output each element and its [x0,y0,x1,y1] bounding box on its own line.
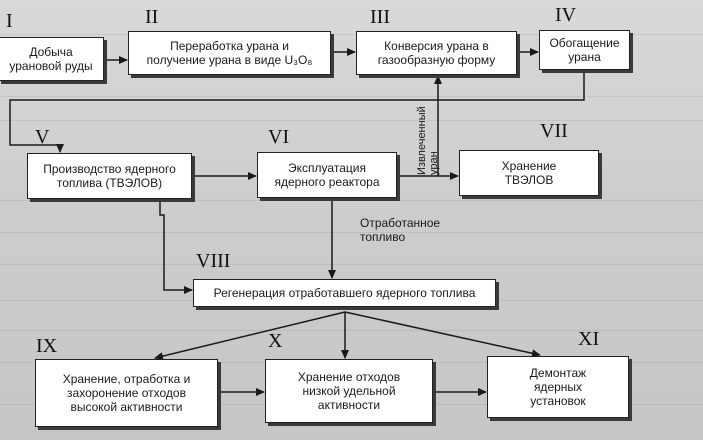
stage-number-iii: III [370,6,390,28]
stage-box-viii: Регенерация отработавшего ядерного топли… [193,279,496,307]
edge-label-extracted-uranium: Извлеченный уран [416,106,440,175]
stage-label-iv: Обогащение урана [549,36,620,64]
stage-box-vii: Хранение ТВЭЛОВ [459,150,599,196]
stage-label-ii: Переработка урана и получение урана в ви… [146,39,313,67]
stage-number-i: I [6,10,13,32]
stage-label-xi: Демонтаж ядерных установок [529,366,587,408]
stage-number-ix: IX [36,335,58,357]
stage-label-vi: Эксплуатация ядерного реактора [274,161,380,189]
stage-box-x: Хранение отходов низкой удельной активно… [265,359,433,423]
stage-box-xi: Демонтаж ядерных установок [487,356,629,418]
arrow-iv-to-v [9,70,585,153]
stage-label-iii: Конверсия урана в газообразную форму [377,39,496,67]
stage-box-i: Добыча урановой руды [0,37,104,81]
stage-number-iv: IV [555,4,577,26]
stage-label-viii: Регенерация отработавшего ядерного топли… [213,286,476,300]
stage-label-vii: Хранение ТВЭЛОВ [501,159,557,187]
stage-number-ii: II [145,6,159,28]
stage-number-vi: VI [268,126,290,148]
arrow-viii-to-ix [154,311,346,361]
arrow-viii-to-xi [344,311,541,358]
stage-label-ix: Хранение, отработка и захоронение отходо… [62,372,191,414]
stage-label-i: Добыча урановой руды [9,45,93,73]
stage-number-vii: VII [540,120,568,142]
stage-label-x: Хранение отходов низкой удельной активно… [297,370,401,412]
stage-box-iv: Обогащение урана [539,30,630,70]
stage-box-vi: Эксплуатация ядерного реактора [257,152,397,198]
stage-box-v: Производство ядерного топлива (ТВЭЛОВ) [27,153,192,199]
arrow-v-to-viii [159,200,193,294]
edge-label-spent-fuel: Отработанное топливо [360,216,441,244]
stage-number-xi: XI [578,328,600,350]
stage-label-v: Производство ядерного топлива (ТВЭЛОВ) [43,162,176,190]
stage-box-iii: Конверсия урана в газообразную форму [356,31,517,75]
stage-box-ii: Переработка урана и получение урана в ви… [128,31,331,75]
stage-number-x: X [268,330,283,352]
stage-box-ix: Хранение, отработка и захоронение отходо… [35,359,218,427]
stage-number-viii: VIII [196,250,231,272]
stage-number-v: V [35,126,50,148]
